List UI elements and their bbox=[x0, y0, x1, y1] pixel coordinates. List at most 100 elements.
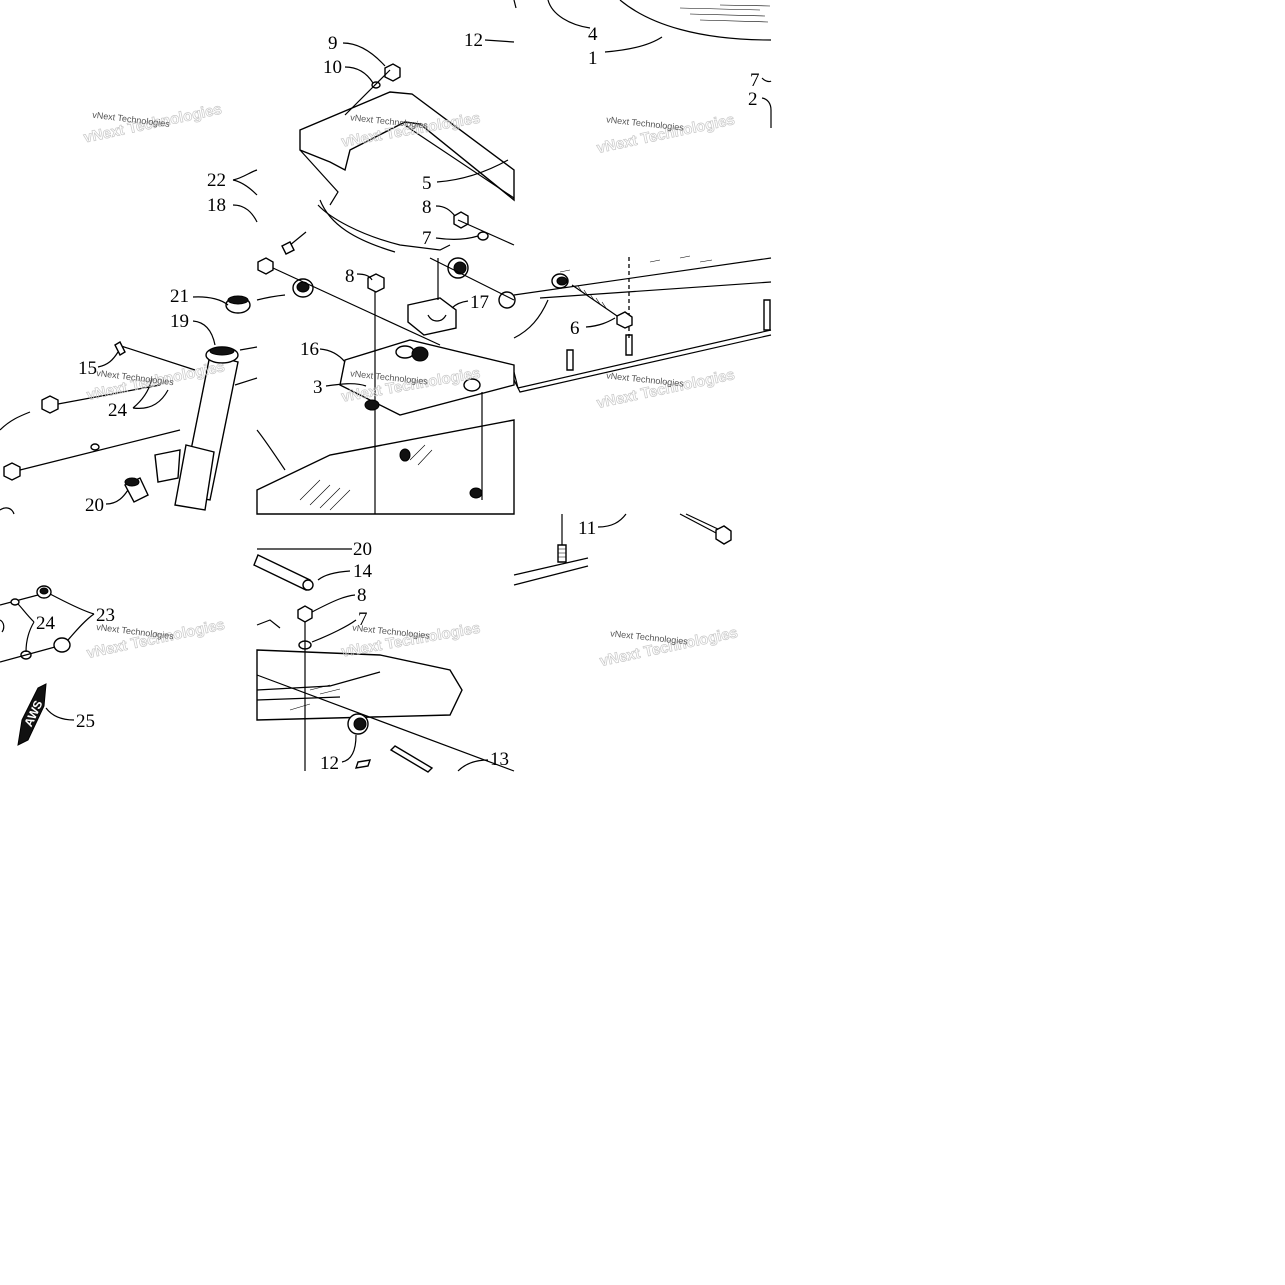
leader-12 bbox=[484, 39, 515, 43]
leader-2 bbox=[761, 97, 772, 128]
leader-9 bbox=[342, 42, 386, 67]
ski-tip-shading bbox=[679, 4, 771, 23]
nut-part bbox=[367, 273, 385, 293]
leader-12-lower bbox=[341, 734, 357, 763]
bumper-bracket bbox=[299, 91, 515, 202]
leader-20 bbox=[105, 489, 129, 505]
callout-17: 17 bbox=[470, 292, 489, 313]
assembly-line bbox=[272, 267, 441, 346]
leader-5 bbox=[436, 159, 509, 183]
assembly-line bbox=[344, 69, 391, 116]
callout-24-lower: 24 bbox=[36, 613, 56, 634]
callout-2: 2 bbox=[748, 89, 758, 110]
frame-curve bbox=[513, 299, 549, 339]
stud-thread bbox=[558, 548, 566, 558]
mount-plate bbox=[339, 339, 515, 416]
runner-stud bbox=[763, 299, 771, 331]
washer-part bbox=[90, 443, 100, 451]
block-notch bbox=[427, 314, 447, 322]
assembly-line bbox=[457, 219, 515, 246]
leader-4 bbox=[547, 0, 591, 29]
callout-24: 24 bbox=[108, 400, 128, 421]
callout-20-lower: 20 bbox=[353, 539, 372, 560]
washer-part bbox=[10, 598, 20, 606]
callout-1: 1 bbox=[588, 48, 598, 69]
leader-8-lower bbox=[311, 594, 356, 613]
leader-15 bbox=[97, 351, 119, 368]
shock-mount-bracket bbox=[154, 449, 181, 483]
bushing-part bbox=[53, 637, 71, 653]
bolt-shaft-lower bbox=[19, 459, 61, 471]
ski-saddle-section: vNext Technologies vNext Technologies 20… bbox=[253, 539, 515, 774]
nut-part bbox=[297, 605, 313, 623]
frame-edge-top bbox=[256, 294, 286, 301]
bolt-head-lower bbox=[3, 462, 21, 481]
assembly-line bbox=[117, 344, 196, 371]
cotter-pin bbox=[354, 759, 372, 769]
assembly-line bbox=[429, 257, 515, 301]
callout-8-upper: 8 bbox=[422, 197, 432, 218]
nut-part bbox=[257, 257, 274, 275]
bolt-small bbox=[114, 341, 126, 356]
nut-part bbox=[453, 211, 469, 229]
pin-part bbox=[253, 554, 311, 591]
bolt-head-15 bbox=[41, 395, 59, 414]
callout-16: 16 bbox=[300, 339, 319, 360]
assembly-line bbox=[256, 674, 515, 772]
callout-7-right: 7 bbox=[750, 70, 760, 91]
ski-body-shading bbox=[299, 444, 433, 511]
nut-inner bbox=[39, 587, 49, 595]
bolt-shaft-15 bbox=[57, 384, 161, 405]
callout-9: 9 bbox=[328, 33, 338, 54]
upper-bumper-section: vNext Technologies vNext Technologies 9 … bbox=[207, 30, 515, 255]
curved-brace-inner bbox=[319, 199, 396, 253]
leader-16 bbox=[319, 348, 346, 363]
leader-24-lower bbox=[17, 603, 35, 653]
nut-part bbox=[384, 63, 401, 82]
frame-curve bbox=[0, 411, 31, 431]
callout-18: 18 bbox=[207, 195, 226, 216]
shock-absorber-section: vNext Technologies vNext Technologies 21… bbox=[0, 286, 258, 516]
leader-13 bbox=[457, 759, 489, 772]
leader-10 bbox=[344, 66, 374, 84]
leader-7-right bbox=[761, 77, 772, 83]
callout-6: 6 bbox=[570, 318, 580, 339]
runner-section: vNext Technologies vNext Technologies 6 bbox=[513, 255, 772, 412]
leader-11 bbox=[597, 513, 627, 528]
bracket-edge bbox=[299, 149, 339, 206]
callout-10: 10 bbox=[323, 57, 342, 78]
leader-14 bbox=[317, 570, 351, 581]
callout-8-lower: 8 bbox=[357, 585, 367, 606]
ski-top-edge-inner bbox=[539, 281, 772, 299]
bushing-inner bbox=[353, 717, 367, 731]
spindle-mount-section: vNext Technologies vNext Technologies 8 … bbox=[256, 257, 516, 515]
callout-8-center: 8 bbox=[345, 266, 355, 287]
bushing-part bbox=[498, 291, 516, 309]
edge-fragment bbox=[0, 619, 5, 633]
frame-curve-lower bbox=[0, 507, 15, 515]
callout-5: 5 bbox=[422, 173, 432, 194]
bolt-head bbox=[715, 525, 732, 545]
callout-14: 14 bbox=[353, 561, 373, 582]
leader-7 bbox=[435, 235, 479, 240]
runner-bar-top bbox=[513, 557, 589, 576]
ski-body bbox=[256, 419, 515, 515]
callout-3: 3 bbox=[313, 377, 323, 398]
runner-stud bbox=[625, 334, 633, 356]
curved-brace bbox=[317, 204, 451, 251]
spacer-part bbox=[364, 399, 380, 411]
callout-22: 22 bbox=[207, 170, 226, 191]
runner-bar-bottom bbox=[513, 334, 772, 393]
leader-22 bbox=[232, 169, 258, 196]
shock-lower-body bbox=[174, 444, 215, 511]
callout-7-lower: 7 bbox=[358, 609, 368, 630]
ski-saddle bbox=[256, 649, 463, 721]
callout-15: 15 bbox=[78, 358, 97, 379]
shock-top-seal bbox=[209, 346, 235, 356]
ski-hole bbox=[399, 448, 411, 462]
bolt-shaft-edge bbox=[685, 513, 721, 531]
assembly-line bbox=[0, 594, 39, 606]
leader-8-center bbox=[356, 273, 373, 281]
watermark-tile-top-left: vNext Technologies vNext Technologies bbox=[82, 100, 224, 147]
bumper-edge-inner bbox=[405, 125, 515, 199]
